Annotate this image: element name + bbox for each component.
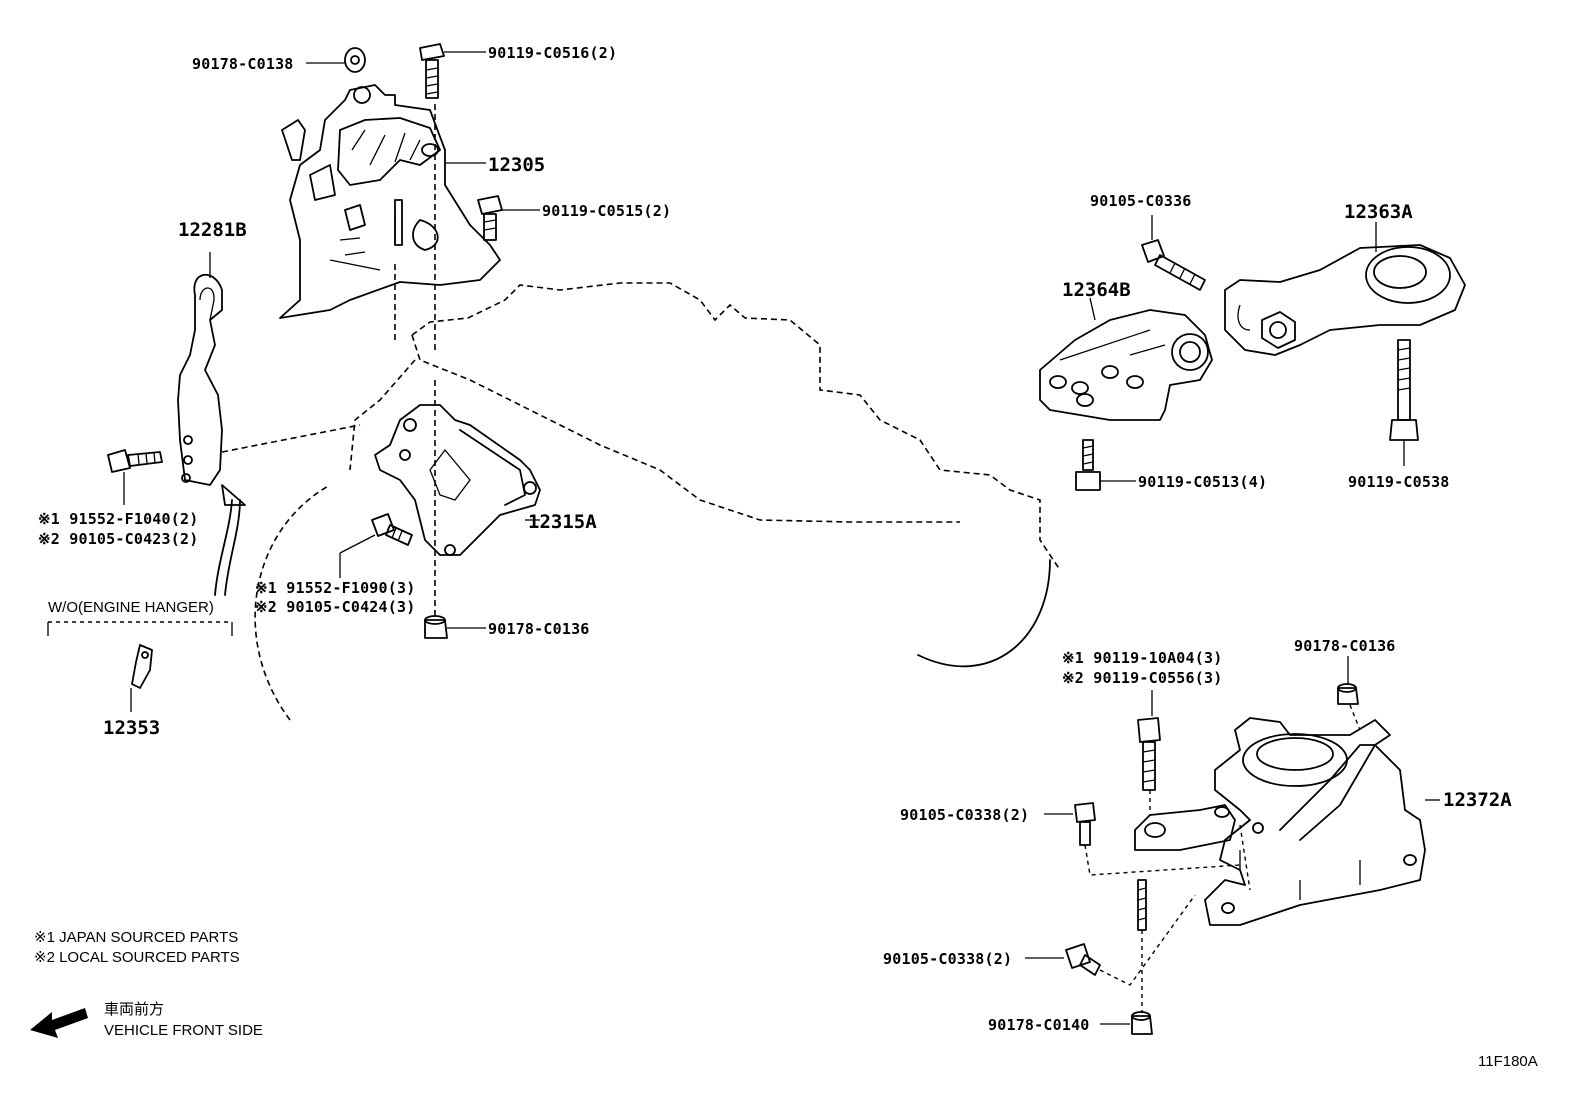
part-12364B-drawing — [1039, 309, 1213, 421]
vehicle-front-en: VEHICLE FRONT SIDE — [104, 1022, 263, 1039]
bolt-91552-F1090-drawing — [371, 513, 413, 546]
ref-90119-C0556: ※2 90119-C0556(3) — [1062, 669, 1222, 687]
part-12353-drawing — [131, 644, 153, 689]
ref-90105-C0338-upper: 90105-C0338(2) — [900, 806, 1029, 824]
ref-90105-C0338-lower: 90105-C0338(2) — [883, 950, 1012, 968]
bolt-90119-C0513-drawing — [1075, 439, 1101, 491]
legend-japan-sourced: ※1 JAPAN SOURCED PARTS — [34, 929, 238, 946]
part-12281B-drawing — [177, 273, 223, 486]
bolt-90105-C0336-drawing — [1141, 239, 1206, 291]
ref-90119-C0515: 90119-C0515(2) — [542, 202, 671, 220]
ref-90119-10A04: ※1 90119-10A04(3) — [1062, 649, 1222, 667]
wo-engine-hanger-label: W/O(ENGINE HANGER) — [48, 599, 214, 616]
ref-90119-C0513: 90119-C0513(4) — [1138, 473, 1267, 491]
nut-90178-C0138-drawing — [344, 47, 366, 73]
label-12364B: 12364B — [1062, 279, 1131, 301]
ref-90119-C0538: 90119-C0538 — [1348, 473, 1450, 491]
ref-90178-C0138: 90178-C0138 — [192, 55, 294, 73]
label-12305: 12305 — [488, 154, 545, 176]
label-12363A: 12363A — [1344, 201, 1413, 223]
bolt-90105-C0338-lower-drawing — [1065, 943, 1101, 976]
bolt-90119-10A04-drawing — [1137, 717, 1161, 791]
nut-90178-C0136-left-drawing — [424, 615, 448, 639]
label-12353: 12353 — [103, 717, 160, 739]
ref-90178-C0140: 90178-C0140 — [988, 1016, 1090, 1034]
stud-12372A-drawing — [1137, 879, 1147, 931]
ref-91552-F1090: ※1 91552-F1090(3) — [255, 579, 415, 597]
figure-code: 11F180A — [1478, 1053, 1538, 1070]
bolt-91552-F1040-drawing — [107, 449, 163, 473]
front-arrow-icon — [30, 1008, 88, 1038]
vehicle-front-jp: 車両前方 — [104, 1001, 164, 1018]
ref-90105-C0424: ※2 90105-C0424(3) — [255, 598, 415, 616]
leader-lines — [123, 51, 1440, 1025]
legend-local-sourced: ※2 LOCAL SOURCED PARTS — [34, 949, 240, 966]
nut-90178-C0136-right-drawing — [1337, 683, 1359, 705]
stud-12305-drawing — [394, 199, 403, 246]
label-12281B: 12281B — [178, 219, 247, 241]
ref-90178-C0136-left: 90178-C0136 — [488, 620, 590, 638]
ref-90105-C0336: 90105-C0336 — [1090, 192, 1192, 210]
bolt-90119-C0538-drawing — [1389, 339, 1419, 441]
mount-guides — [1084, 704, 1361, 1012]
ref-90105-C0423: ※2 90105-C0423(2) — [38, 530, 198, 548]
ref-90178-C0136-right: 90178-C0136 — [1294, 637, 1396, 655]
ref-90119-C0516: 90119-C0516(2) — [488, 44, 617, 62]
wo-bracket — [47, 621, 233, 636]
hanger-arrow — [214, 484, 246, 596]
engine-outline — [221, 100, 1061, 721]
part-12372A-drawing — [1134, 717, 1426, 926]
part-12363A-drawing — [1224, 244, 1466, 356]
bolt-90119-C0515-drawing — [477, 195, 503, 241]
bolt-90119-C0516-drawing — [419, 43, 445, 99]
label-12315A: 12315A — [528, 511, 597, 533]
part-12315A-drawing — [374, 404, 541, 556]
nut-90178-C0140-drawing — [1131, 1011, 1153, 1035]
part-12305-drawing — [279, 84, 501, 319]
bolt-90105-C0338-upper-drawing — [1074, 802, 1096, 846]
ref-91552-F1040: ※1 91552-F1040(2) — [38, 510, 198, 528]
label-12372A: 12372A — [1443, 789, 1512, 811]
